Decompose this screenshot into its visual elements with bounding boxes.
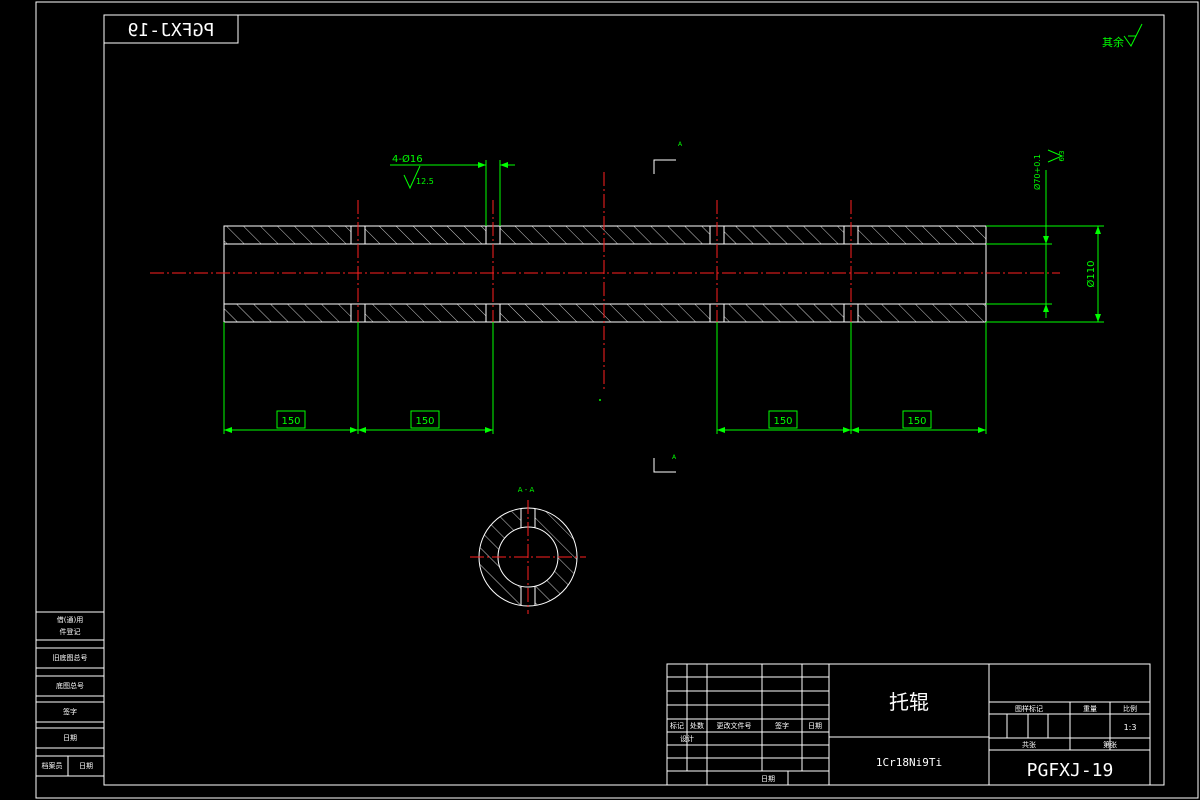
outer-diameter-text: Ø110 bbox=[1085, 261, 1097, 288]
material: 1Cr18Ni9Ti bbox=[876, 756, 942, 769]
tb-design: 设计 bbox=[680, 734, 694, 743]
linear-dimensions bbox=[223, 322, 987, 434]
dim-1: 150 bbox=[281, 416, 300, 427]
tube-wall-top bbox=[224, 226, 986, 244]
left-r1b: 件登记 bbox=[60, 627, 81, 636]
dim-2: 150 bbox=[415, 416, 434, 427]
section-marker-bottom-label: A bbox=[672, 454, 677, 461]
tb-date: 日期 bbox=[808, 722, 822, 730]
tb-scale-value: 1:3 bbox=[1124, 723, 1137, 732]
tb-change-doc: 更改文件号 bbox=[717, 721, 752, 730]
inner-border bbox=[103, 14, 1165, 786]
tb-scale-label: 比例 bbox=[1123, 704, 1137, 713]
section-marker-bottom bbox=[653, 458, 676, 473]
left-r4: 签字 bbox=[63, 707, 77, 716]
left-r2: 旧底图总号 bbox=[53, 653, 88, 662]
hole-roughness-text: 12.5 bbox=[416, 177, 434, 186]
roughness-note: 其余 bbox=[1102, 35, 1124, 49]
tb-stage-mark: 图样标记 bbox=[1015, 704, 1043, 713]
dim-3: 150 bbox=[773, 416, 792, 427]
part-name: 托辊 bbox=[889, 690, 929, 714]
left-r6b: 日期 bbox=[79, 762, 93, 770]
mirrored-drawing-number: PGFXJ-19 bbox=[128, 20, 215, 41]
left-side-table bbox=[36, 611, 104, 777]
tb-sign: 签字 bbox=[775, 721, 789, 730]
left-r1: 借(通)用 bbox=[57, 615, 83, 624]
title-block bbox=[666, 663, 1151, 786]
outer-border bbox=[35, 1, 1199, 799]
tb-date2: 日期 bbox=[761, 775, 775, 783]
roughness-symbol-icon bbox=[1123, 23, 1143, 47]
inner-diameter-text: Ø70+0.1 bbox=[1032, 154, 1042, 190]
drawing-number: PGFXJ-19 bbox=[1027, 760, 1114, 781]
tb-sheet: 第张 bbox=[1103, 740, 1117, 749]
section-view bbox=[470, 500, 586, 614]
tube-view bbox=[150, 172, 1060, 390]
left-r5: 日期 bbox=[63, 734, 77, 742]
diameter-dimensions bbox=[986, 149, 1104, 323]
tb-weight: 重量 bbox=[1083, 705, 1097, 713]
section-title: A - A bbox=[518, 486, 535, 494]
hole-callout-text: 4-Ø16 bbox=[392, 153, 423, 165]
hole-callout bbox=[390, 160, 515, 226]
inner-roughness-text: 6.3 bbox=[1058, 150, 1066, 161]
section-marker-top bbox=[653, 159, 676, 174]
tb-mark: 标记 bbox=[670, 721, 684, 730]
tb-count: 处数 bbox=[690, 721, 704, 730]
section-marker-top-label: A bbox=[678, 141, 683, 148]
mirrored-number-box bbox=[103, 14, 239, 44]
tb-total: 共张 bbox=[1022, 740, 1036, 749]
dim-4: 150 bbox=[907, 416, 926, 427]
tube-wall-bottom bbox=[224, 304, 986, 322]
left-r6a: 档案员 bbox=[42, 761, 63, 770]
left-r3: 底图总号 bbox=[56, 681, 84, 690]
